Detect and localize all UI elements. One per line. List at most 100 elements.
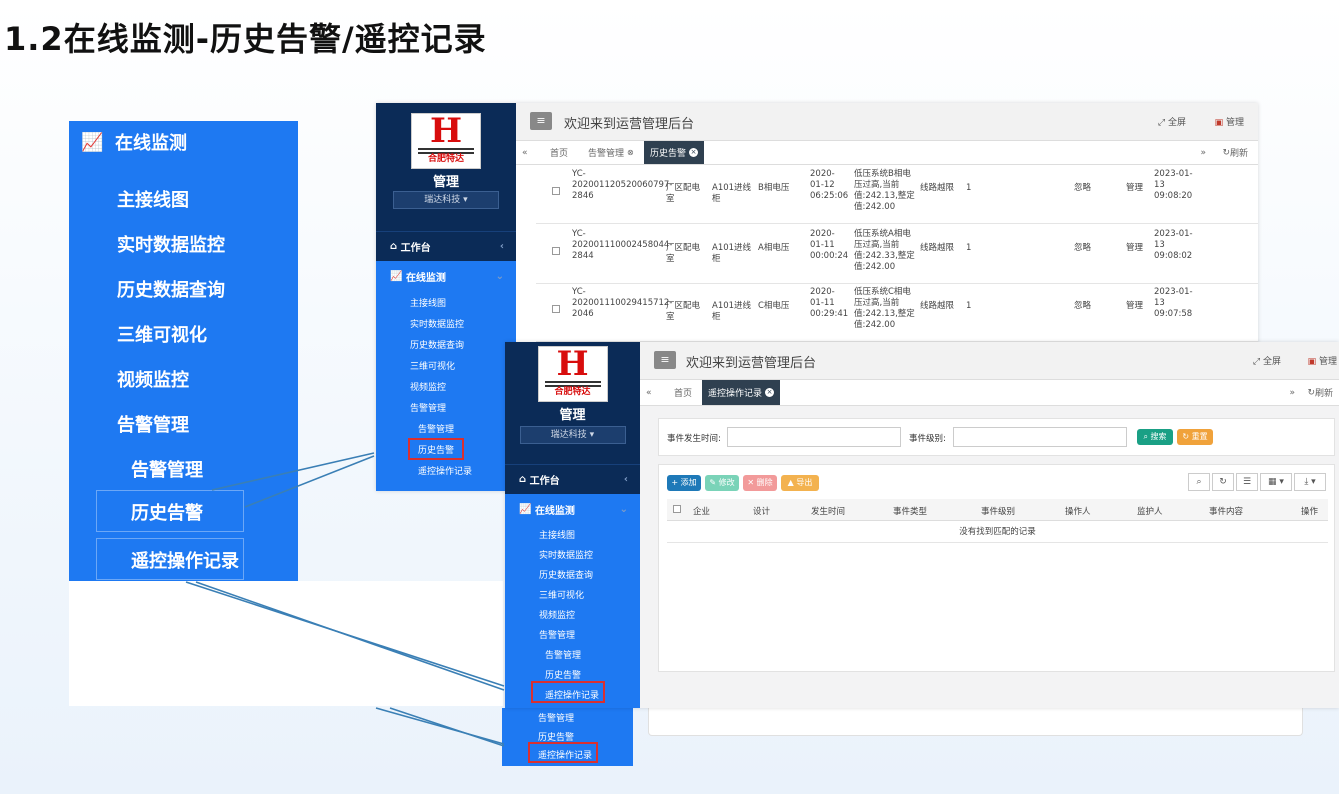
search-icon[interactable]: ⌕ — [1188, 473, 1210, 491]
row-checkbox[interactable] — [552, 247, 560, 255]
refresh-icon: ↻ — [1307, 387, 1315, 398]
col-company[interactable]: 企业 — [693, 507, 711, 517]
sidebar-online-monitor-panel — [505, 494, 640, 708]
refresh-button[interactable]: ↻ 刷新 — [1222, 147, 1248, 160]
company-dropdown[interactable]: 瑞达科技 ▾ — [519, 426, 626, 444]
sidebar-sub-remote-record[interactable]: 遥控操作记录 — [545, 691, 600, 701]
sidebar-item-video[interactable]: 视频监控 — [410, 383, 447, 393]
sidebar-sub-remote-record[interactable]: 遥控操作记录 — [418, 467, 473, 477]
menu-toggle-icon[interactable]: ≡ — [530, 112, 552, 130]
top-bar: ≡ 欢迎来到运营管理后台 ⤢ 全屏 ▣ 管理 — [640, 342, 1339, 380]
admin-menu[interactable]: ▣ 管理 — [1214, 118, 1244, 128]
sidebar-item-history-data[interactable]: 历史数据查询 — [410, 341, 465, 351]
menu-item-history-data[interactable]: 历史数据查询 — [117, 280, 225, 301]
reset-button[interactable]: ↻ 重置 — [1177, 429, 1213, 445]
add-button[interactable]: + 添加 — [667, 475, 701, 491]
manage-label: 管理 — [559, 408, 586, 423]
col-type[interactable]: 事件类型 — [893, 507, 928, 517]
col-time[interactable]: 发生时间 — [811, 507, 846, 517]
menu-sub-alarm[interactable]: 告警管理 — [131, 460, 203, 481]
table-cell-loc: 厂区配电室 — [666, 301, 701, 322]
menu-header: 📈 在线监测 — [69, 121, 298, 163]
col-level[interactable]: 事件级别 — [981, 507, 1016, 517]
row-checkbox[interactable] — [552, 187, 560, 195]
close-icon[interactable]: × — [689, 148, 699, 157]
sidebar: H 合肥特达 管理 瑞达科技 ▾ ⌂ 工作台 ‹ 📈 在线监测 ⌄ 主接线图 实… — [376, 103, 516, 491]
sidebar: H 合肥特达 管理 瑞达科技 ▾ ⌂ 工作台 ‹ 📈 在线监测 ⌄ 主接线图 实… — [505, 342, 640, 708]
sidebar-item-alarm-mgmt[interactable]: 告警管理 — [539, 631, 576, 641]
plus-icon: + — [671, 478, 681, 487]
event-time-input[interactable] — [727, 427, 901, 447]
sidebar-item-history-data[interactable]: 历史数据查询 — [539, 571, 594, 581]
tab-home[interactable]: 首页 — [550, 149, 569, 159]
close-icon[interactable]: × — [765, 388, 775, 397]
company-dropdown[interactable]: 瑞达科技 ▾ — [393, 191, 499, 209]
sidebar-item-workbench[interactable]: ⌂ 工作台 ‹ — [505, 464, 640, 494]
col-content[interactable]: 事件内容 — [1209, 507, 1244, 517]
tab-scroll-left[interactable]: « — [522, 147, 528, 158]
export-button[interactable]: ▲ 导出 — [781, 475, 819, 491]
search-button[interactable]: ⌕ 搜索 — [1137, 429, 1173, 445]
tab-history-alarm[interactable]: 历史告警× — [644, 141, 705, 164]
menu-item-video[interactable]: 视频监控 — [117, 370, 189, 391]
sidebar-item-3d[interactable]: 三维可视化 — [539, 591, 585, 601]
columns-icon[interactable]: ▦ ▾ — [1260, 473, 1292, 491]
sidebar-sub-alarm[interactable]: 告警管理 — [418, 425, 455, 435]
tab-home[interactable]: 首页 — [674, 389, 693, 399]
content-area: 事件发生时间: 事件级别: ⌕ 搜索 ↻ 重置 + 添加 ✎ 修改 ✕ 删除 ▲… — [640, 406, 1339, 708]
close-icon[interactable]: ⊗ — [627, 148, 634, 157]
expand-icon: ⤢ — [1157, 118, 1168, 128]
sidebar-sub-history-alarm[interactable]: 历史告警 — [418, 446, 455, 456]
delete-button[interactable]: ✕ 删除 — [743, 475, 777, 491]
download-icon[interactable]: ⤓ ▾ — [1294, 473, 1326, 491]
col-design[interactable]: 设计 — [753, 507, 771, 517]
sidebar-item-realtime[interactable]: 实时数据监控 — [539, 551, 594, 561]
row-checkbox[interactable] — [552, 305, 560, 313]
sidebar-item-main-wiring[interactable]: 主接线图 — [410, 299, 447, 309]
sidebar-item-online-monitor[interactable]: 📈 在线监测 ⌄ — [390, 270, 504, 284]
bottom-menu-strip: 告警管理 历史告警 遥控操作记录 — [502, 708, 633, 766]
fullscreen-button[interactable]: ⤢ 全屏 — [1252, 357, 1281, 367]
col-guardian[interactable]: 监护人 — [1137, 507, 1163, 517]
menu-item-main-wiring[interactable]: 主接线图 — [117, 190, 189, 211]
sidebar-item-main-wiring[interactable]: 主接线图 — [539, 531, 576, 541]
event-time-label: 事件发生时间: — [667, 434, 721, 444]
strip-alarm-mgmt[interactable]: 告警管理 — [538, 714, 575, 724]
refresh-button[interactable]: ↻ 刷新 — [1307, 387, 1333, 400]
admin-menu[interactable]: ▣ 管理 — [1307, 357, 1337, 367]
select-all-checkbox[interactable] — [673, 505, 681, 513]
sidebar-item-3d[interactable]: 三维可视化 — [410, 362, 456, 372]
strip-remote-record[interactable]: 遥控操作记录 — [538, 751, 593, 761]
menu-item-realtime[interactable]: 实时数据监控 — [117, 235, 225, 256]
menu-sub-remote-record[interactable]: 遥控操作记录 — [96, 538, 244, 580]
sidebar-sub-alarm[interactable]: 告警管理 — [545, 651, 582, 661]
menu-sub-history-alarm[interactable]: 历史告警 — [96, 490, 244, 532]
table-cell-type: B相电压 — [758, 183, 790, 193]
tab-scroll-left[interactable]: « — [646, 387, 652, 398]
menu-toggle-icon[interactable]: ≡ — [654, 351, 676, 369]
table-cell-op[interactable]: 管理 — [1126, 183, 1144, 193]
col-action[interactable]: 操作 — [1301, 507, 1319, 517]
list-icon[interactable]: ☰ — [1236, 473, 1258, 491]
table-cell-op[interactable]: 管理 — [1126, 243, 1144, 253]
sidebar-item-video[interactable]: 视频监控 — [539, 611, 576, 621]
event-level-input[interactable] — [953, 427, 1127, 447]
edit-button[interactable]: ✎ 修改 — [705, 475, 739, 491]
menu-item-alarm-mgmt[interactable]: 告警管理 — [117, 415, 189, 436]
tab-remote-record[interactable]: 遥控操作记录× — [702, 380, 781, 405]
sidebar-item-workbench[interactable]: ⌂ 工作台 ‹ — [376, 231, 516, 261]
sidebar-item-online-monitor[interactable]: 📈 在线监测 ⌄ — [519, 503, 628, 517]
menu-item-3d[interactable]: 三维可视化 — [117, 325, 207, 346]
tab-scroll-right[interactable]: » — [1289, 387, 1295, 398]
sidebar-item-alarm-mgmt[interactable]: 告警管理 — [410, 404, 447, 414]
sidebar-sub-history-alarm[interactable]: 历史告警 — [545, 671, 582, 681]
table-cell-id: YC-202001120520060797-2846 — [572, 169, 673, 201]
tab-alarm-mgmt[interactable]: 告警管理⊗ — [588, 148, 634, 159]
fullscreen-button[interactable]: ⤢ 全屏 — [1157, 118, 1186, 128]
col-operator[interactable]: 操作人 — [1065, 507, 1091, 517]
sidebar-item-realtime[interactable]: 实时数据监控 — [410, 320, 465, 330]
table-cell-op[interactable]: 管理 — [1126, 301, 1144, 311]
tab-scroll-right[interactable]: » — [1200, 147, 1206, 158]
strip-history-alarm[interactable]: 历史告警 — [538, 733, 575, 743]
refresh-icon[interactable]: ↻ — [1212, 473, 1234, 491]
